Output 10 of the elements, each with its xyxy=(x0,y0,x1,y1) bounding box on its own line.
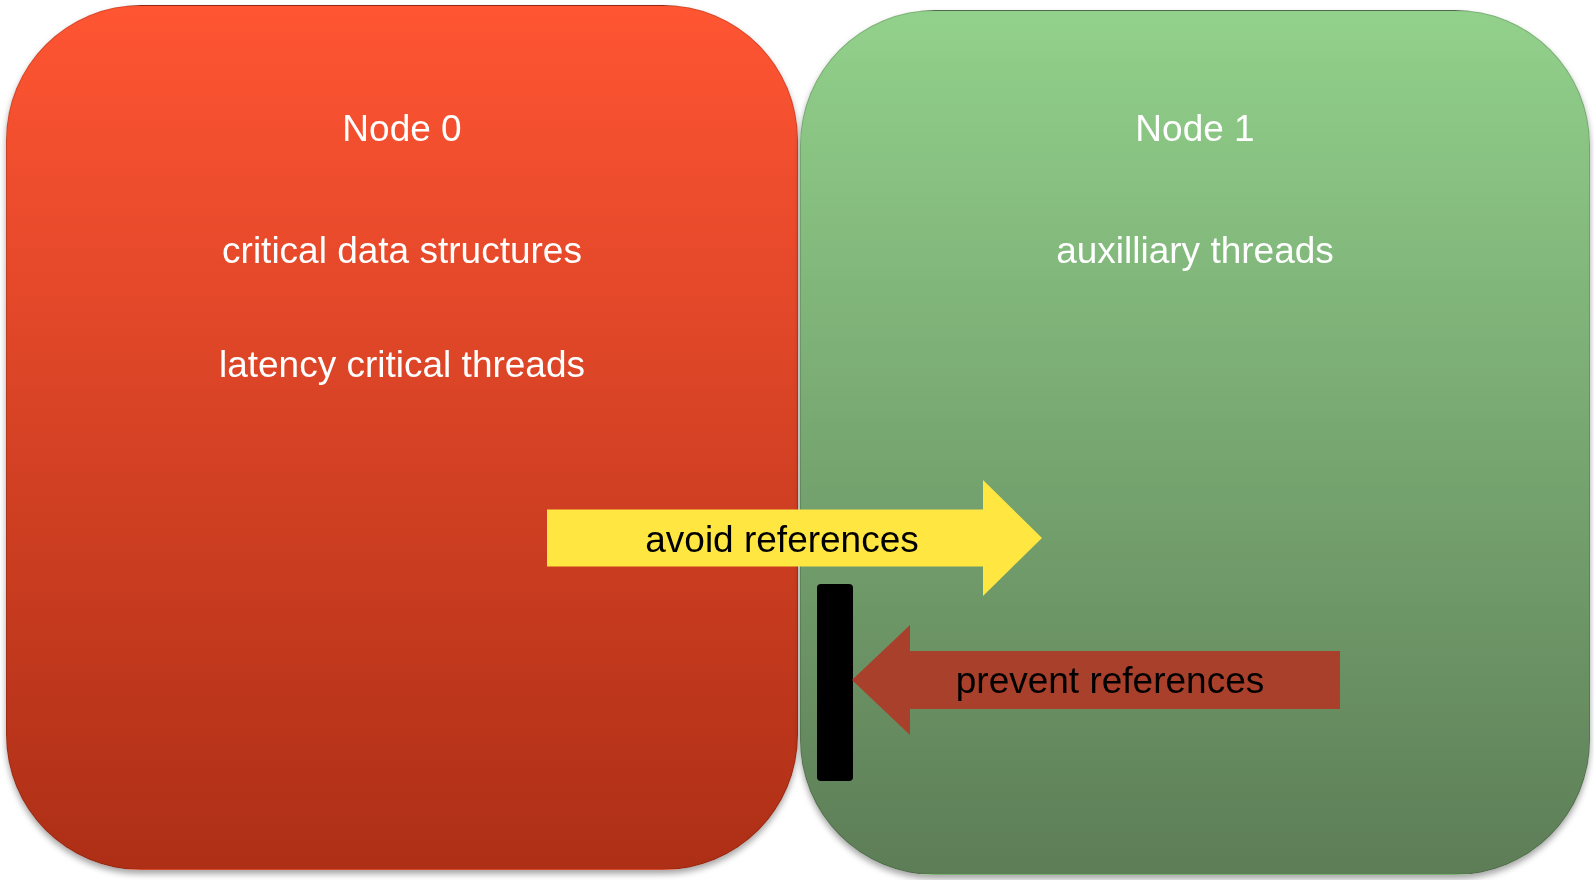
node-text: critical data structures xyxy=(221,230,583,272)
block-arrow xyxy=(852,625,1340,735)
edge-label: avoid references xyxy=(645,519,919,561)
node-title: Node 1 xyxy=(1134,108,1256,150)
block-arrow xyxy=(547,480,1042,596)
node-text: auxilliary threads xyxy=(1055,230,1335,272)
node-title: Node 0 xyxy=(341,108,463,150)
edge-label: prevent references xyxy=(955,660,1265,702)
node-text: latency critical threads xyxy=(217,344,586,386)
barrier-bar xyxy=(817,584,853,781)
